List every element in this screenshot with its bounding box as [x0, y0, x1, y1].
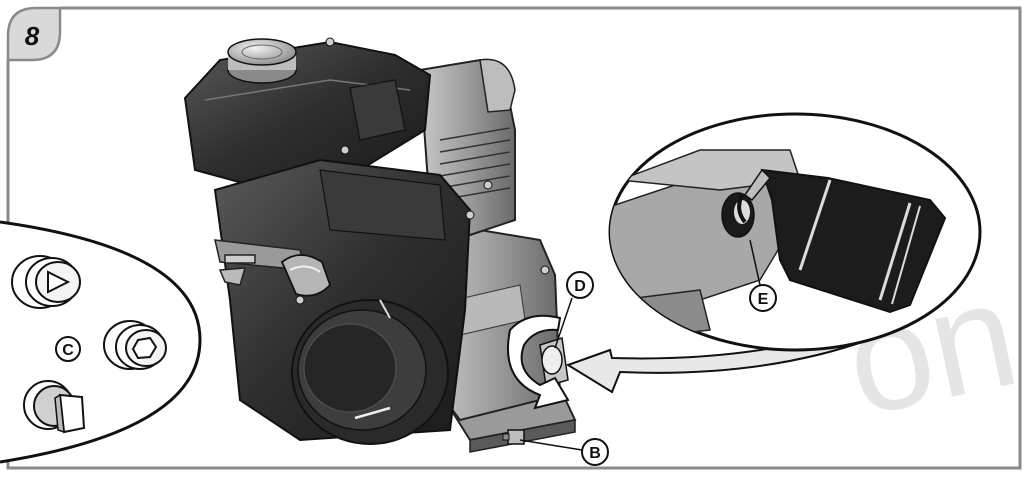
plug-triangle-socket	[11, 255, 81, 309]
callout-d-label: D	[574, 278, 586, 295]
figure-number: 8	[25, 21, 40, 51]
fuel-cap	[227, 38, 297, 84]
callout-b: B	[519, 438, 609, 466]
callout-c: C	[55, 336, 81, 362]
oil-fill-plug	[539, 337, 569, 387]
rotation-arrow	[507, 314, 570, 410]
callout-e: E	[749, 239, 777, 312]
plug-hex-socket	[103, 320, 167, 370]
figure-number-badge: 8	[6, 6, 62, 62]
callout-b-label: B	[589, 445, 601, 462]
recoil-starter	[291, 299, 449, 445]
engine	[183, 37, 577, 453]
callout-e-label: E	[758, 291, 769, 308]
callout-d: D	[554, 271, 594, 349]
recoil-handle	[280, 254, 332, 297]
oil-fill-detail-lens	[608, 112, 982, 352]
plug-square-head	[23, 380, 86, 434]
oil-bottle	[737, 168, 947, 314]
callout-c-label: C	[62, 342, 74, 359]
plug-types-panel	[0, 220, 202, 464]
